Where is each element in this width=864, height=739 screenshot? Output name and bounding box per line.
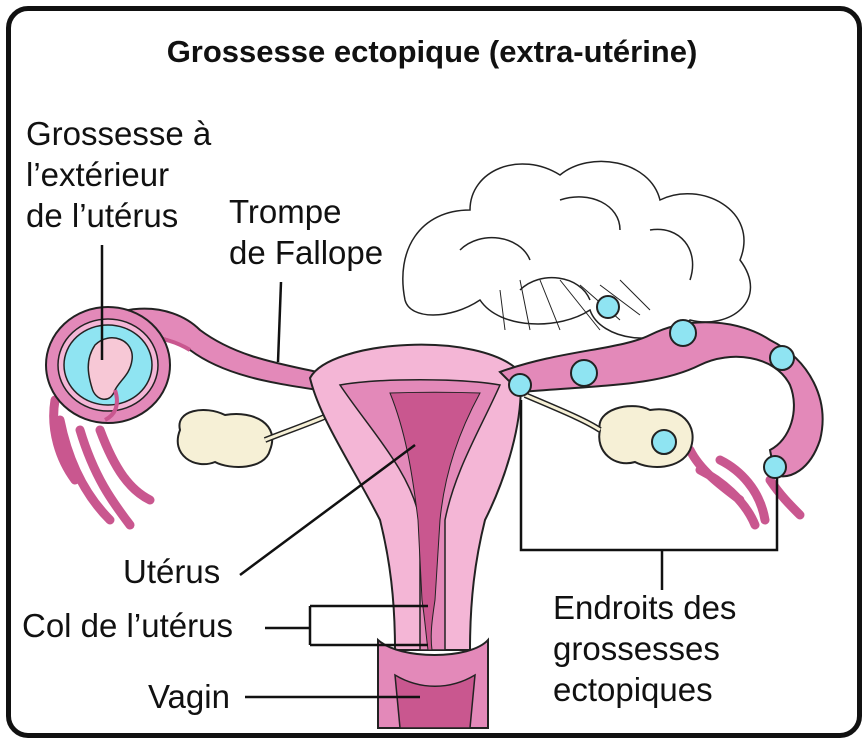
ectopic-site-marker — [597, 296, 619, 318]
ectopic-site-marker — [509, 374, 531, 396]
ectopic-site-marker — [670, 320, 696, 346]
ectopic-site-marker — [770, 346, 794, 370]
label-fallopian-tube-line2: de Fallope — [229, 234, 383, 272]
label-fallopian-tube-line1: Trompe — [229, 193, 341, 231]
label-uterus: Utérus — [123, 553, 220, 591]
ectopic-site-marker — [652, 430, 676, 454]
ectopic-site-marker — [571, 360, 597, 386]
label-outside-uterus-line1: Grossesse à — [26, 115, 211, 153]
left-ovary — [178, 410, 340, 467]
diagram-title: Grossesse ectopique (extra-utérine) — [0, 34, 864, 70]
ectopic-site-marker — [764, 456, 786, 478]
label-ectopic-sites-line2: grossesses — [553, 630, 720, 668]
label-vagina: Vagin — [148, 678, 230, 716]
intestine-illustration — [403, 161, 751, 338]
label-ectopic-sites-line3: ectopiques — [553, 671, 713, 709]
ectopic-pregnancy-sac — [46, 307, 170, 423]
label-outside-uterus-line2: l’extérieur — [26, 156, 169, 194]
label-ectopic-sites-line1: Endroits des — [553, 589, 736, 627]
uterus-illustration — [310, 345, 521, 728]
label-outside-uterus-line3: de l’utérus — [26, 197, 178, 235]
label-cervix: Col de l’utérus — [22, 607, 233, 645]
